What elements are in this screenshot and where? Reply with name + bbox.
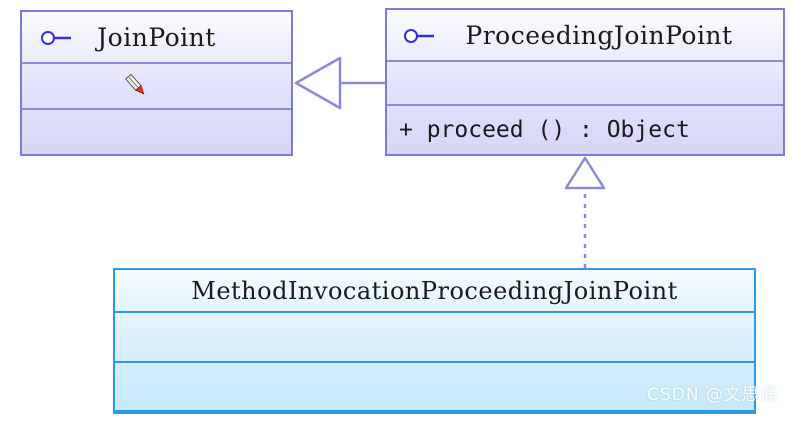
class-name-label: JoinPoint bbox=[97, 22, 216, 52]
class-title-row: JoinPoint bbox=[22, 12, 291, 64]
class-attributes-row bbox=[387, 62, 783, 106]
interface-lollipop-icon bbox=[404, 29, 434, 43]
class-name-label: MethodInvocationProceedingJoinPoint bbox=[191, 276, 678, 305]
class-attributes-row bbox=[22, 64, 291, 110]
generalization-hollow-triangle bbox=[294, 56, 342, 110]
class-box-methodinvocationproceedingjoinpoint[interactable]: MethodInvocationProceedingJoinPoint bbox=[113, 268, 756, 414]
class-title-row: MethodInvocationProceedingJoinPoint bbox=[115, 270, 754, 313]
class-methods-row: + proceed () : Object bbox=[387, 106, 783, 154]
realization-methodinvocation-to-proceedingjoinpoint bbox=[564, 156, 606, 268]
class-attributes-row bbox=[115, 313, 754, 363]
method-proceed-label: + proceed () : Object bbox=[399, 117, 690, 143]
watermark-label: CSDN @文思涌 bbox=[647, 385, 778, 405]
class-methods-row bbox=[22, 110, 291, 154]
realization-hollow-triangle bbox=[564, 156, 606, 190]
interface-lollipop-icon bbox=[41, 31, 71, 45]
pencil-icon bbox=[125, 73, 145, 95]
class-title-row: ProceedingJoinPoint bbox=[387, 10, 783, 62]
class-methods-row bbox=[115, 363, 754, 412]
class-box-proceedingjoinpoint[interactable]: ProceedingJoinPoint + proceed () : Objec… bbox=[385, 8, 785, 156]
class-name-label: ProceedingJoinPoint bbox=[465, 20, 733, 50]
generalization-proceedingjoinpoint-to-joinpoint bbox=[294, 56, 385, 110]
class-box-joinpoint[interactable]: JoinPoint bbox=[20, 10, 293, 156]
